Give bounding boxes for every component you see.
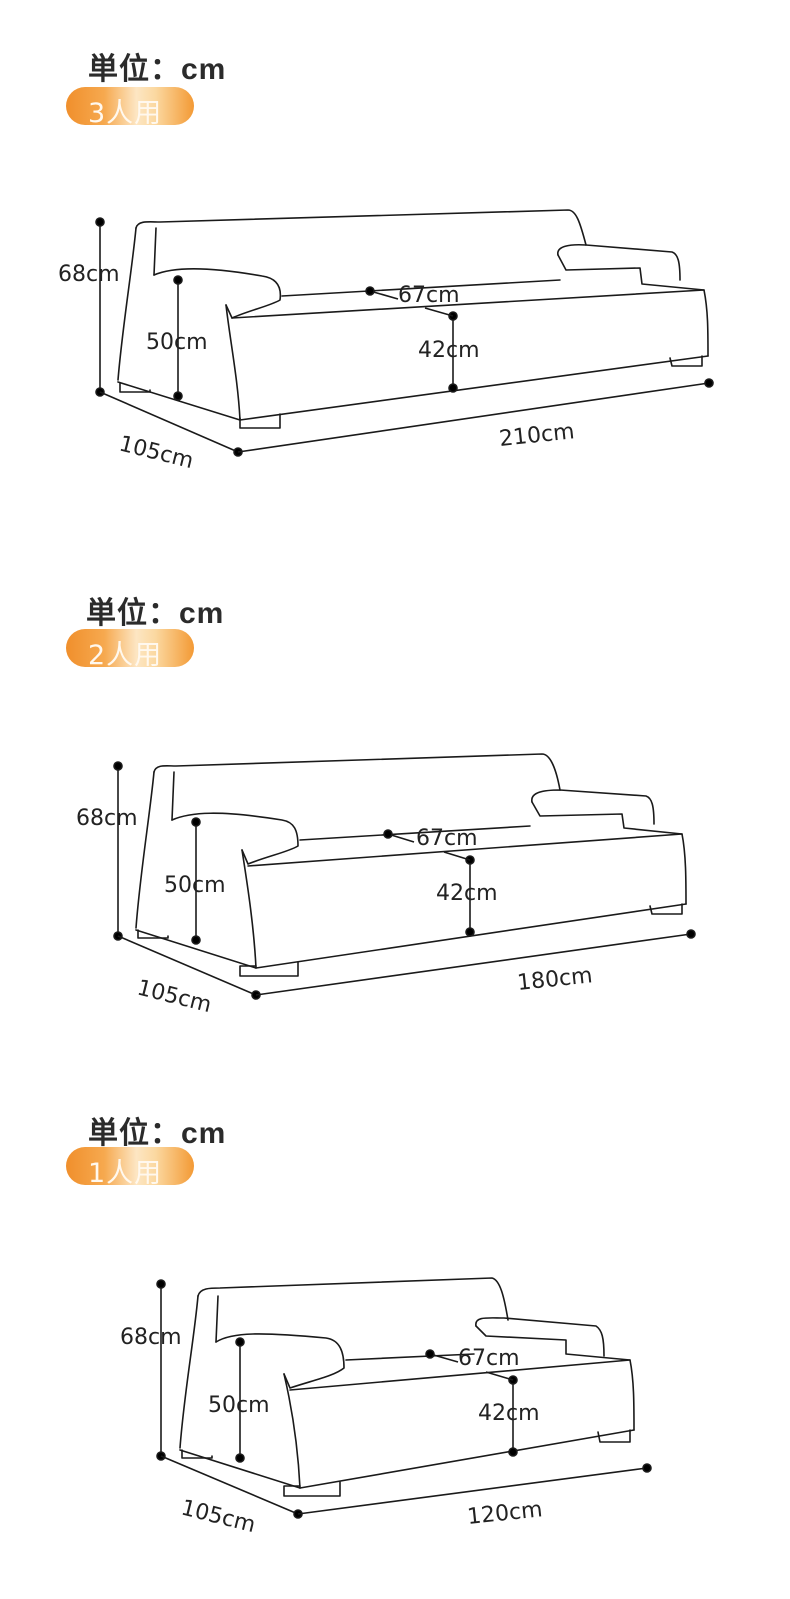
- width-label: 180cm: [516, 963, 594, 996]
- size-badge: 1人用: [66, 1147, 194, 1189]
- sofa-section-3-seat: 単位：cm 3人用: [0, 0, 790, 533]
- width-label: 120cm: [466, 1497, 544, 1530]
- depth-label: 105cm: [179, 1496, 258, 1539]
- sofa-diagram: 68cm 50cm 67cm 42cm 105cm 210cm: [58, 209, 714, 475]
- dimension-lines: [113, 761, 696, 1000]
- unit-label: 単位：cm: [88, 1117, 227, 1150]
- depth-label: 105cm: [135, 976, 214, 1019]
- sofa-outline: [117, 209, 709, 429]
- height-label: 68cm: [120, 1325, 182, 1350]
- unit-label: 単位：cm: [86, 597, 225, 630]
- height-label: 68cm: [58, 262, 120, 287]
- size-badge-label: 3人用: [88, 98, 163, 129]
- seat-depth-label: 67cm: [458, 1346, 520, 1371]
- sofa-outline: [135, 753, 687, 977]
- width-label: 210cm: [498, 419, 576, 452]
- sofa-diagram: 68cm 50cm 67cm 42cm 105cm 180cm: [76, 753, 696, 1019]
- size-badge: 3人用: [66, 87, 194, 129]
- sofa-section-2-seat: 単位：cm 2人用: [0, 544, 790, 1077]
- seat-height-label: 42cm: [478, 1401, 540, 1426]
- sofa-outline: [179, 1277, 635, 1497]
- seat-depth-label: 67cm: [416, 826, 478, 851]
- dimension-lines: [95, 217, 714, 457]
- arm-height-label: 50cm: [146, 330, 208, 355]
- unit-label: 単位：cm: [88, 53, 227, 86]
- seat-height-label: 42cm: [436, 881, 498, 906]
- depth-label: 105cm: [117, 432, 196, 475]
- size-badge-label: 2人用: [88, 640, 163, 671]
- seat-height-label: 42cm: [418, 338, 480, 363]
- dimension-lines: [156, 1279, 652, 1519]
- size-badge-label: 1人用: [88, 1158, 163, 1189]
- arm-height-label: 50cm: [208, 1393, 270, 1418]
- sofa-diagram: 68cm 50cm 67cm 42cm 105cm 120cm: [120, 1277, 652, 1539]
- sofa-section-1-seat: 単位：cm 1人用: [0, 1064, 790, 1597]
- size-badge: 2人用: [66, 629, 194, 671]
- seat-depth-label: 67cm: [398, 283, 460, 308]
- arm-height-label: 50cm: [164, 873, 226, 898]
- height-label: 68cm: [76, 806, 138, 831]
